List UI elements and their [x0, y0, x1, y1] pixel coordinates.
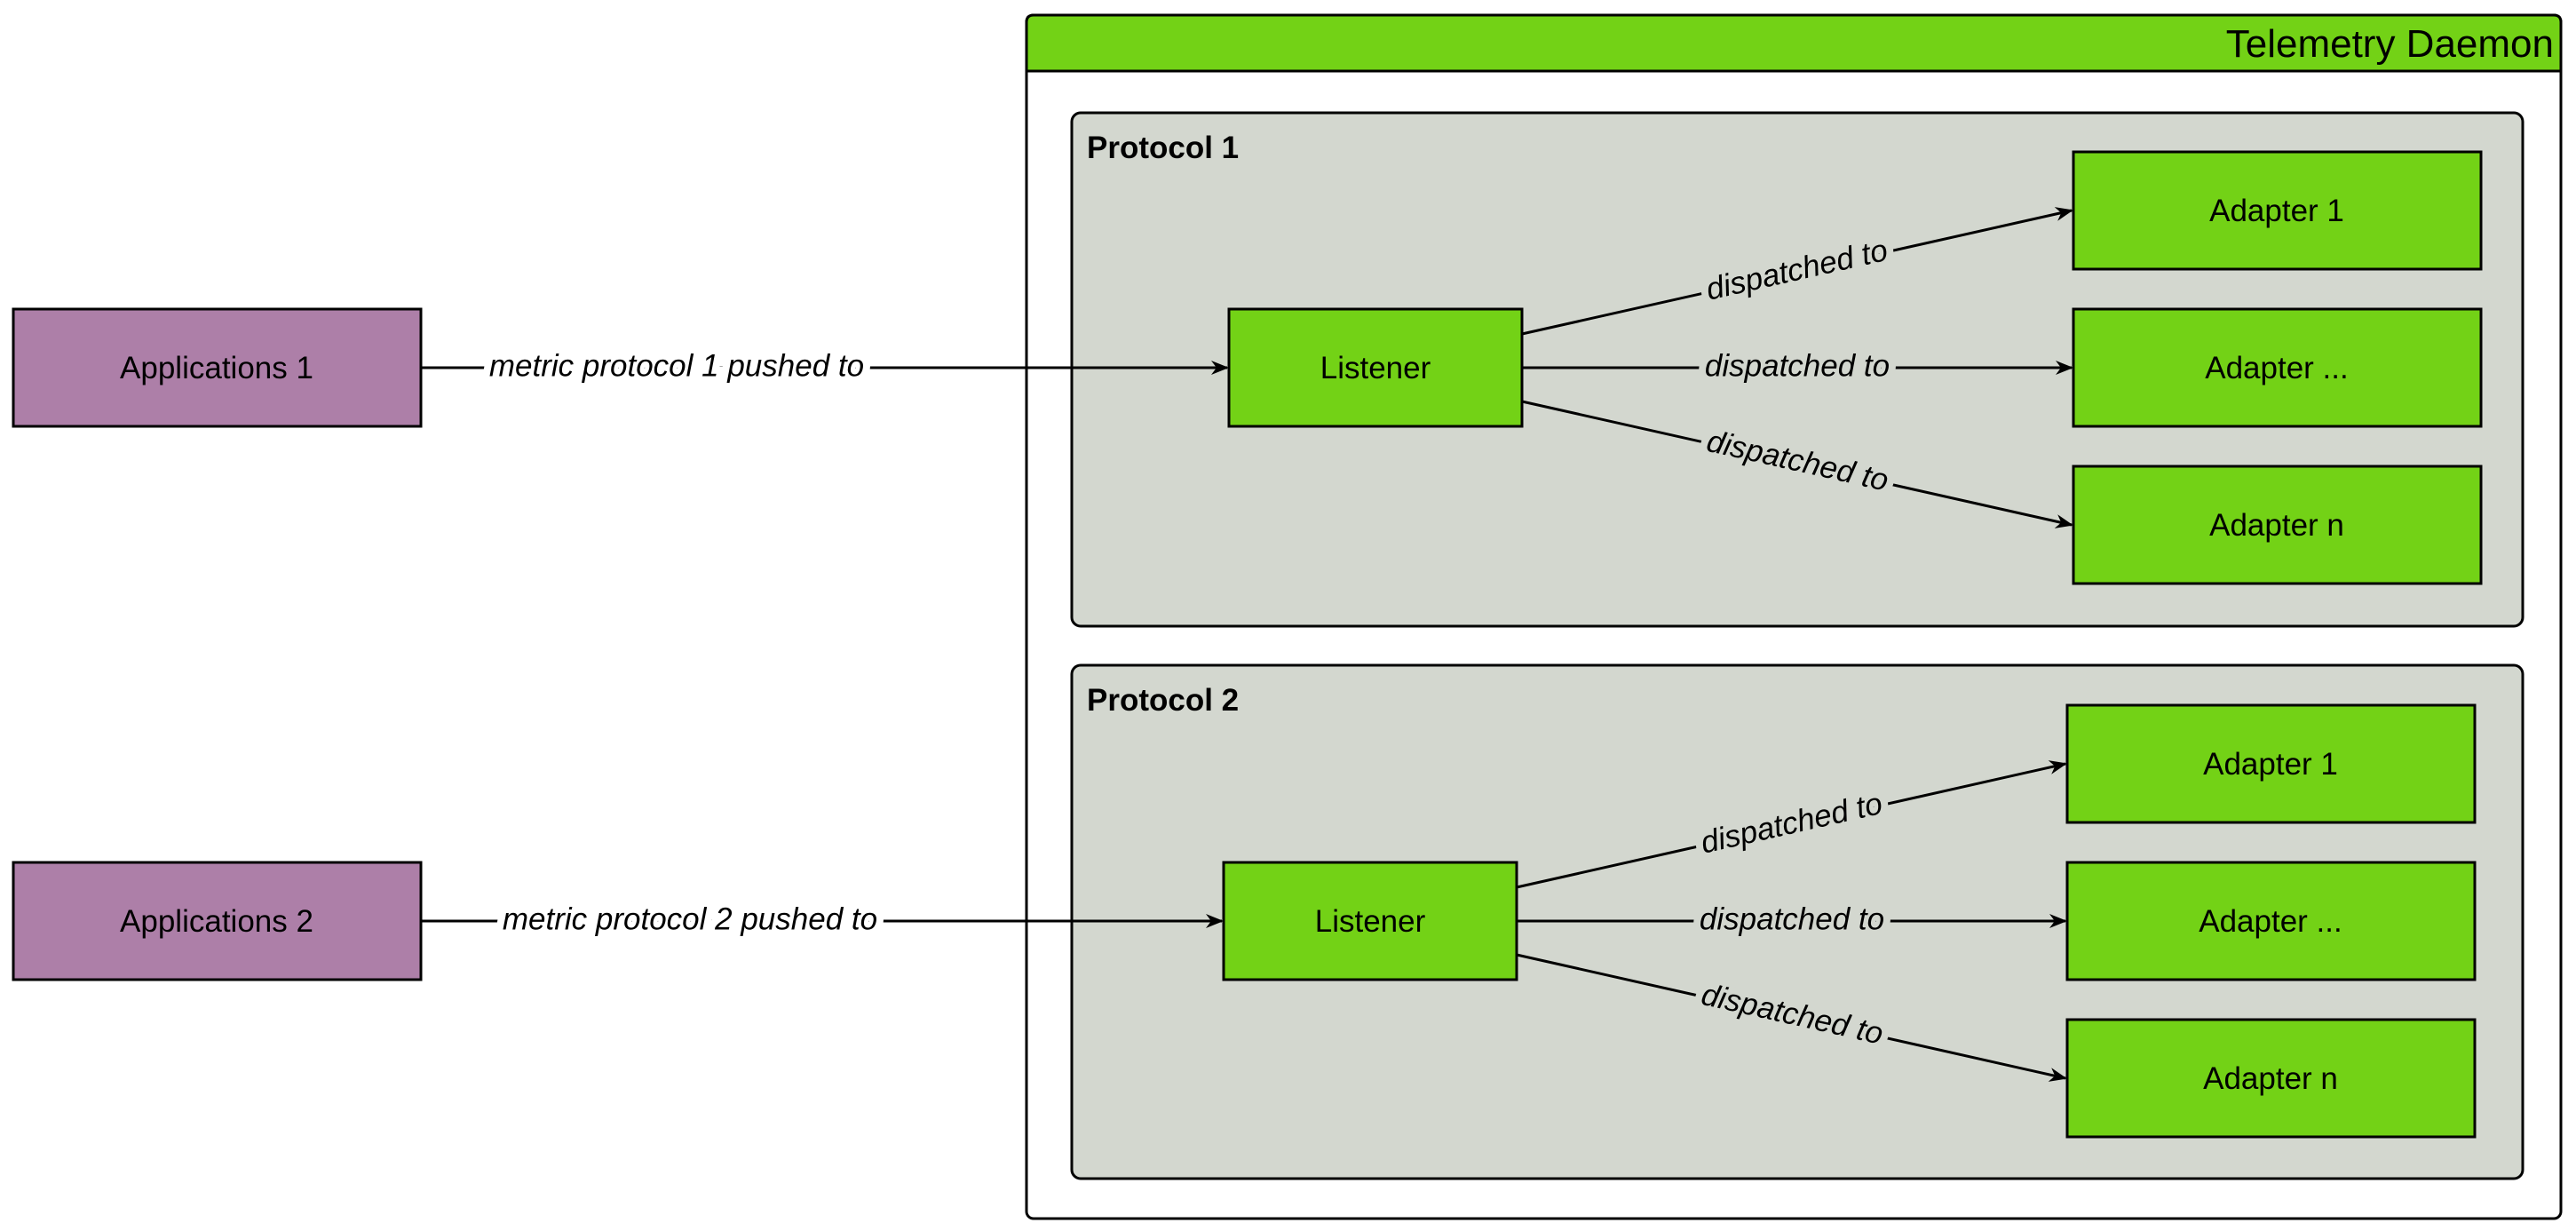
protocol-2-adapter-n-box — [2065, 1018, 2477, 1139]
protocol-2-dispatch-edge-3 — [1516, 953, 2067, 1082]
protocol-1-dispatch-label-2: dispatched to — [1705, 348, 1890, 383]
protocol-2-dispatch-edge-1 — [1516, 760, 2067, 889]
protocol-2-title: Protocol 2 — [1087, 683, 1239, 718]
protocol-1-adapter-n-label: Adapter n — [2209, 508, 2344, 543]
protocol-1-dispatch-edge-1 — [1521, 207, 2073, 336]
protocol-1-group: Protocol 1 Listener Adapter 1 Adapter ..… — [1070, 111, 2524, 628]
protocol-1-adapter-1-box — [2072, 150, 2483, 271]
protocol-2-adapter-1-box — [2065, 703, 2477, 824]
protocol-2-adapter-mid-box — [2065, 861, 2477, 981]
protocol-1-dispatch-edge-3 — [1521, 400, 2073, 528]
protocol-1-title: Protocol 1 — [1087, 131, 1239, 165]
daemon-title: Telemetry Daemon — [2226, 22, 2554, 66]
protocol-2-adapter-mid-label: Adapter ... — [2199, 904, 2342, 939]
protocol-2-adapter-n-label: Adapter n — [2203, 1061, 2338, 1096]
applications-2-label: Applications 2 — [120, 904, 313, 939]
push-edge-2-label: metric protocol 2 pushed to — [503, 901, 877, 936]
protocol-1-adapter-mid-label: Adapter ... — [2205, 351, 2348, 385]
protocol-1-listener-box — [1227, 307, 1524, 428]
protocol-2-group: Protocol 2 Listener Adapter 1 Adapter ..… — [1070, 663, 2524, 1180]
applications-1-box — [12, 307, 423, 428]
protocol-2-adapter-1-label: Adapter 1 — [2203, 747, 2338, 782]
applications-2-box — [12, 861, 423, 981]
push-edge-1-label: metric protocol 1 pushed to — [489, 348, 864, 383]
protocol-1-listener-label: Listener — [1320, 351, 1431, 385]
protocol-1-adapter-mid-box — [2072, 307, 2483, 428]
protocol-1-adapter-n-box — [2072, 465, 2483, 585]
protocol-2-listener-label: Listener — [1315, 904, 1426, 939]
protocol-1-adapter-1-label: Adapter 1 — [2209, 194, 2344, 228]
applications-column: Applications 1 Applications 2 metric pro… — [12, 307, 1229, 981]
protocol-2-dispatch-label-2: dispatched to — [1700, 901, 1884, 936]
applications-1-label: Applications 1 — [120, 351, 313, 385]
daemon-header-bar — [1025, 13, 2563, 73]
